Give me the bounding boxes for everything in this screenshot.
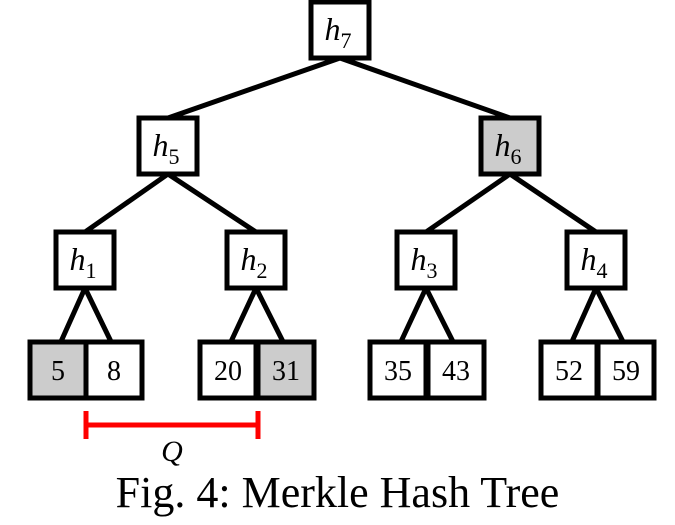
node-h2: h2 — [224, 229, 288, 291]
node-box-h7 — [308, 0, 372, 61]
leaf-20: 20 — [197, 339, 259, 401]
node-label-h4: h4 — [581, 241, 608, 283]
leaf-nodes: 5 8 20 31 35 43 52 59 — [27, 339, 657, 401]
edge-h7-h6 — [337, 55, 513, 121]
node-label-h1: h1 — [70, 241, 97, 283]
node-h1: h1 — [53, 229, 117, 291]
leaf-edge-h4-52 — [569, 285, 599, 345]
node-box-h6 — [478, 115, 542, 177]
leaf-value-5: 5 — [51, 356, 65, 387]
leaf-value-52: 52 — [555, 356, 583, 387]
leaf-value-20: 20 — [214, 356, 242, 387]
node-label-h2: h2 — [241, 241, 268, 283]
edge-h7-h5 — [165, 55, 343, 121]
leaf-edge-h2-20 — [228, 285, 259, 345]
leaf-value-43: 43 — [442, 356, 470, 387]
node-box-h3 — [394, 229, 458, 291]
node-h7: h7 — [308, 0, 372, 61]
leaf-edges — [58, 285, 626, 345]
node-label-h5: h5 — [153, 127, 180, 169]
leaf-edge-h3-43 — [423, 285, 456, 345]
edge-h6-h3 — [423, 171, 513, 235]
leaf-box-31 — [255, 339, 317, 401]
leaf-52: 52 — [538, 339, 600, 401]
leaf-value-35: 35 — [384, 356, 412, 387]
leaf-box-43 — [425, 339, 487, 401]
leaf-value-31: 31 — [272, 356, 300, 387]
leaf-edge-h2-31 — [253, 285, 286, 345]
leaf-value-59: 59 — [612, 356, 640, 387]
leaf-value-8: 8 — [107, 356, 121, 387]
node-h6: h6 — [478, 115, 542, 177]
leaf-edge-h3-35 — [398, 285, 429, 345]
edge-h6-h4 — [507, 171, 599, 235]
leaf-box-20 — [197, 339, 259, 401]
node-label-h6: h6 — [495, 127, 522, 169]
node-h3: h3 — [394, 229, 458, 291]
node-box-h1 — [53, 229, 117, 291]
node-label-h3: h3 — [411, 241, 438, 283]
query-range-label: Q — [161, 435, 183, 468]
node-h5: h5 — [136, 115, 200, 177]
query-range: Q — [83, 411, 261, 468]
node-box-h5 — [136, 115, 200, 177]
node-label-h7: h7 — [325, 11, 352, 53]
node-box-h4 — [564, 229, 628, 291]
node-box-h2 — [224, 229, 288, 291]
leaf-35: 35 — [367, 339, 429, 401]
figure-caption: Fig. 4: Merkle Hash Tree — [115, 468, 560, 517]
leaf-5: 5 — [27, 339, 89, 401]
leaf-8: 8 — [83, 339, 145, 401]
node-h4: h4 — [564, 229, 628, 291]
edge-h5-h2 — [165, 171, 259, 235]
tree-nodes: h7 h5 h6 h1 h2 h3 h4 — [53, 0, 628, 291]
leaf-43: 43 — [425, 339, 487, 401]
tree-edges — [82, 55, 599, 235]
leaf-edge-h1-8 — [82, 285, 114, 345]
leaf-31: 31 — [255, 339, 317, 401]
leaf-box-8 — [83, 339, 145, 401]
leaf-edge-h4-59 — [593, 285, 626, 345]
edge-h5-h1 — [82, 171, 171, 235]
leaf-edge-h1-5 — [58, 285, 88, 345]
leaf-box-59 — [595, 339, 657, 401]
leaf-59: 59 — [595, 339, 657, 401]
